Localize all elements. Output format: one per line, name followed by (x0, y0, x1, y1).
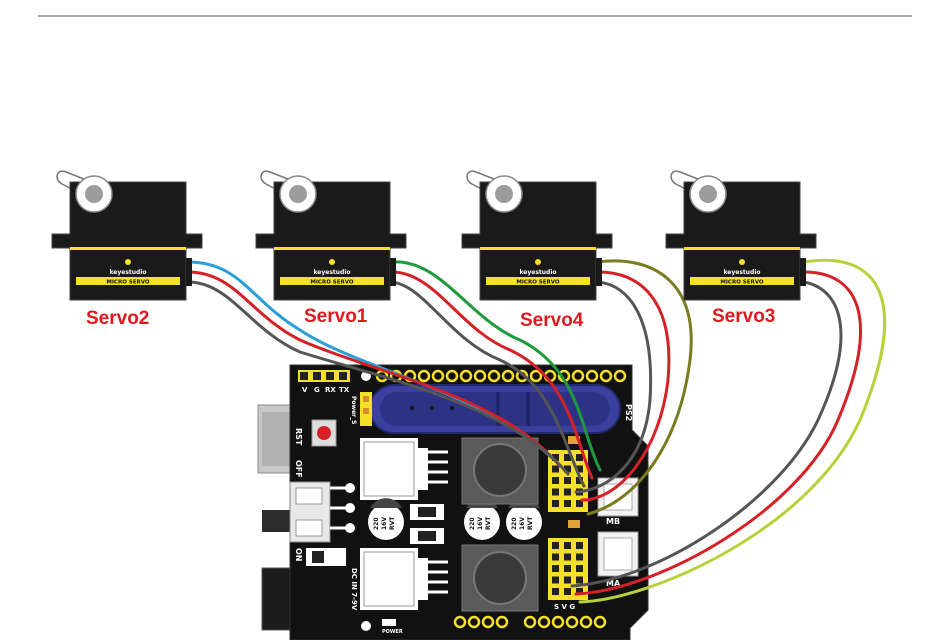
keyestudio-logo-icon (125, 259, 131, 265)
capacitor-left: 220 16V RVT (368, 498, 404, 540)
servo-model: MICRO SERVO (106, 280, 149, 286)
keyestudio-logo-icon (739, 259, 745, 265)
servo3-label: Servo3 (712, 306, 775, 327)
cap-text-1: 220 (373, 517, 380, 530)
cap-text-4: 220 (469, 517, 476, 530)
uart-label-g: G (314, 386, 320, 394)
driver-board: V G RX TX Power_S RST OFF ON (258, 365, 648, 640)
servo-brand: keyestudio (109, 269, 146, 276)
uart-label-v: V (302, 386, 308, 394)
power-switch-label: Power_S (350, 396, 357, 424)
cap-text-5: 16V (477, 517, 484, 530)
uart-label-tx: TX (339, 386, 350, 394)
dc-in-label: DC IN 7-9V (350, 568, 358, 611)
cap-text-3: RVT (389, 516, 396, 530)
capacitor-mid: 220 16V RVT (464, 498, 500, 540)
cap-text-9: RVT (527, 516, 534, 530)
inductor-top (462, 438, 538, 504)
cap-text-8: 16V (519, 517, 526, 530)
reset-label: RST (294, 428, 303, 446)
capacitor-right: 220 16V RVT (506, 498, 542, 540)
servo2-label: Servo2 (86, 308, 149, 329)
cap-text-7: 220 (511, 517, 518, 530)
ps2-label: PS2 (624, 404, 633, 421)
inductor-bottom (462, 545, 538, 611)
servo-model: MICRO SERVO (720, 280, 763, 286)
svg-label: S V G (554, 603, 575, 611)
cap-text-2: 16V (381, 517, 388, 530)
on-label: ON (294, 548, 303, 562)
bottom-header-holes (455, 617, 605, 627)
servo1-label: Servo1 (304, 306, 368, 327)
servo-model: MICRO SERVO (310, 280, 353, 286)
keyestudio-logo-icon (535, 259, 541, 265)
power-label: POWER (382, 629, 403, 635)
uart-label-rx: RX (325, 386, 336, 394)
slide-switch-knob (262, 510, 292, 532)
cap-text-6: RVT (485, 516, 492, 530)
mb-label: MB (606, 517, 620, 526)
off-label: OFF (294, 460, 303, 478)
servo-brand: keyestudio (313, 269, 350, 276)
keyestudio-logo-icon (329, 259, 335, 265)
servo-brand: keyestudio (723, 269, 760, 276)
servo4-label: Servo4 (520, 310, 584, 331)
servo-brand: keyestudio (519, 269, 556, 276)
servo-model: MICRO SERVO (516, 280, 559, 286)
